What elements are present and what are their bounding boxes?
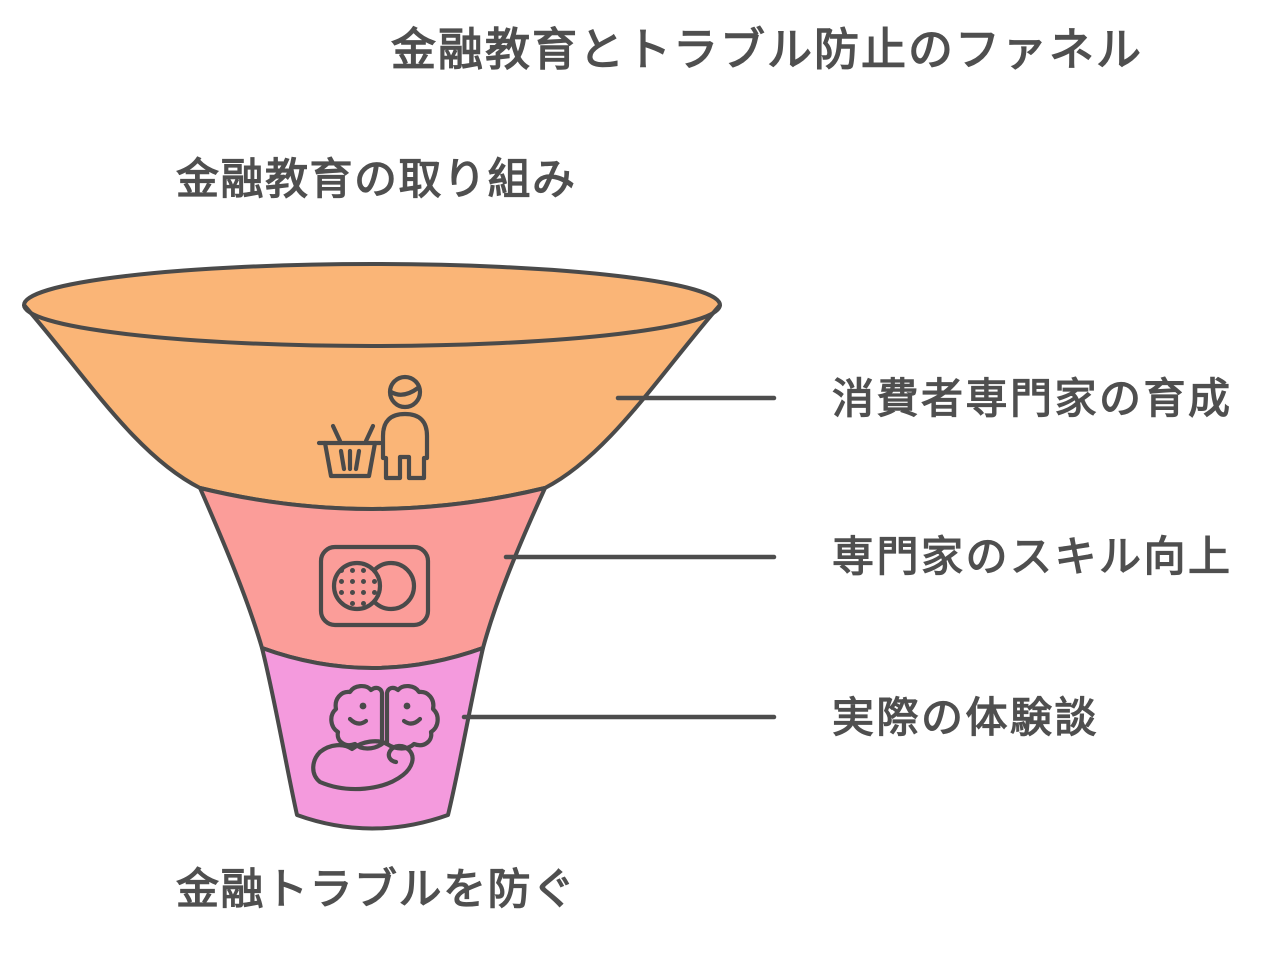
stage-label-real-experiences: 実際の体験談 (832, 694, 1100, 741)
venn-circles-icon (318, 544, 431, 628)
funnel-stage-bottom (260, 646, 485, 831)
education-initiatives-label: 金融教育の取り組み (176, 156, 577, 204)
shopper-basket-icon (316, 374, 430, 481)
brain-hand-icon (311, 684, 440, 792)
stage-label-consumer-experts: 消費者専門家の育成 (832, 375, 1233, 422)
funnel-rim-ellipse (22, 304, 722, 348)
stage-label-expert-skills: 専門家のスキル向上 (832, 533, 1233, 580)
prevent-trouble-label: 金融トラブルを防ぐ (176, 866, 577, 914)
page-title: 金融教育とトラブル防止のファネル (391, 24, 1144, 75)
funnel-stage-top (22, 262, 722, 511)
